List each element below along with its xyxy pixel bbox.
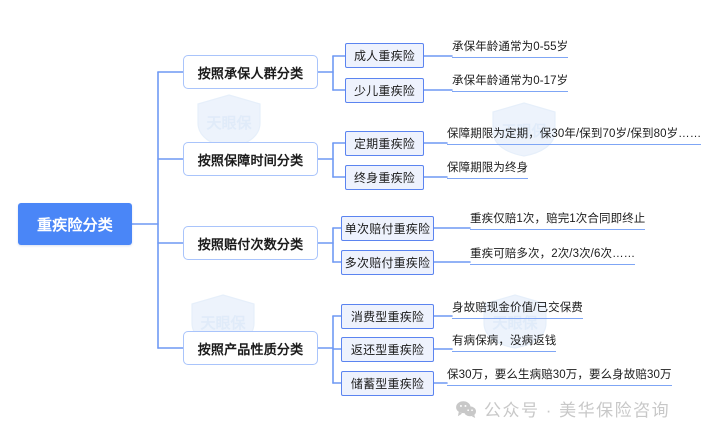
branch-node-product-nature[interactable]: 按照产品性质分类 bbox=[183, 331, 318, 365]
root-node[interactable]: 重疾险分类 bbox=[18, 203, 132, 245]
branch-node-coverage-period[interactable]: 按照保障时间分类 bbox=[183, 142, 318, 176]
note-multi-claim-ci: 重疾可赔多次，2次/3次/6次…… bbox=[470, 245, 636, 265]
note-consumption-ci: 身故赔现金价值/已交保费 bbox=[452, 299, 583, 319]
leaf-node-wholelife-ci[interactable]: 终身重疾险 bbox=[345, 165, 424, 190]
branch-node-claim-count[interactable]: 按照赔付次数分类 bbox=[183, 226, 318, 260]
note-single-claim-ci: 重疾仅赔1次，赔完1次合同即终止 bbox=[470, 210, 646, 230]
svg-text:天眼保: 天眼保 bbox=[206, 114, 252, 132]
note-child-ci: 承保年龄通常为0-17岁 bbox=[452, 72, 569, 92]
leaf-node-savings-ci[interactable]: 储蓄型重疾险 bbox=[341, 371, 434, 396]
leaf-node-consumption-ci[interactable]: 消费型重疾险 bbox=[341, 304, 434, 329]
leaf-node-multi-claim-ci[interactable]: 多次赔付重疾险 bbox=[341, 250, 434, 275]
footer-brand: 公众号 · 美华保险咨询 bbox=[455, 396, 670, 421]
leaf-node-child-ci[interactable]: 少儿重疾险 bbox=[345, 78, 424, 103]
svg-text:天眼保: 天眼保 bbox=[200, 314, 246, 332]
wechat-icon bbox=[456, 400, 476, 418]
note-return-ci: 有病保病，没病返钱 bbox=[452, 332, 557, 352]
leaf-node-adult-ci[interactable]: 成人重疾险 bbox=[345, 43, 424, 68]
branch-node-insured-group[interactable]: 按照承保人群分类 bbox=[183, 55, 318, 89]
note-adult-ci: 承保年龄通常为0-55岁 bbox=[452, 38, 569, 58]
note-savings-ci: 保30万，要么生病赔30万，要么身故赔30万 bbox=[447, 366, 672, 386]
leaf-node-single-claim-ci[interactable]: 单次赔付重疾险 bbox=[341, 216, 434, 241]
note-term-ci: 保障期限为定期，保30年/保到70岁/保到80岁…… bbox=[447, 125, 702, 145]
leaf-node-return-ci[interactable]: 返还型重疾险 bbox=[341, 337, 434, 362]
leaf-node-term-ci[interactable]: 定期重疾险 bbox=[345, 131, 424, 156]
footer-brand-text: 公众号 · 美华保险咨询 bbox=[484, 401, 671, 420]
note-wholelife-ci: 保障期限为终身 bbox=[447, 159, 529, 179]
